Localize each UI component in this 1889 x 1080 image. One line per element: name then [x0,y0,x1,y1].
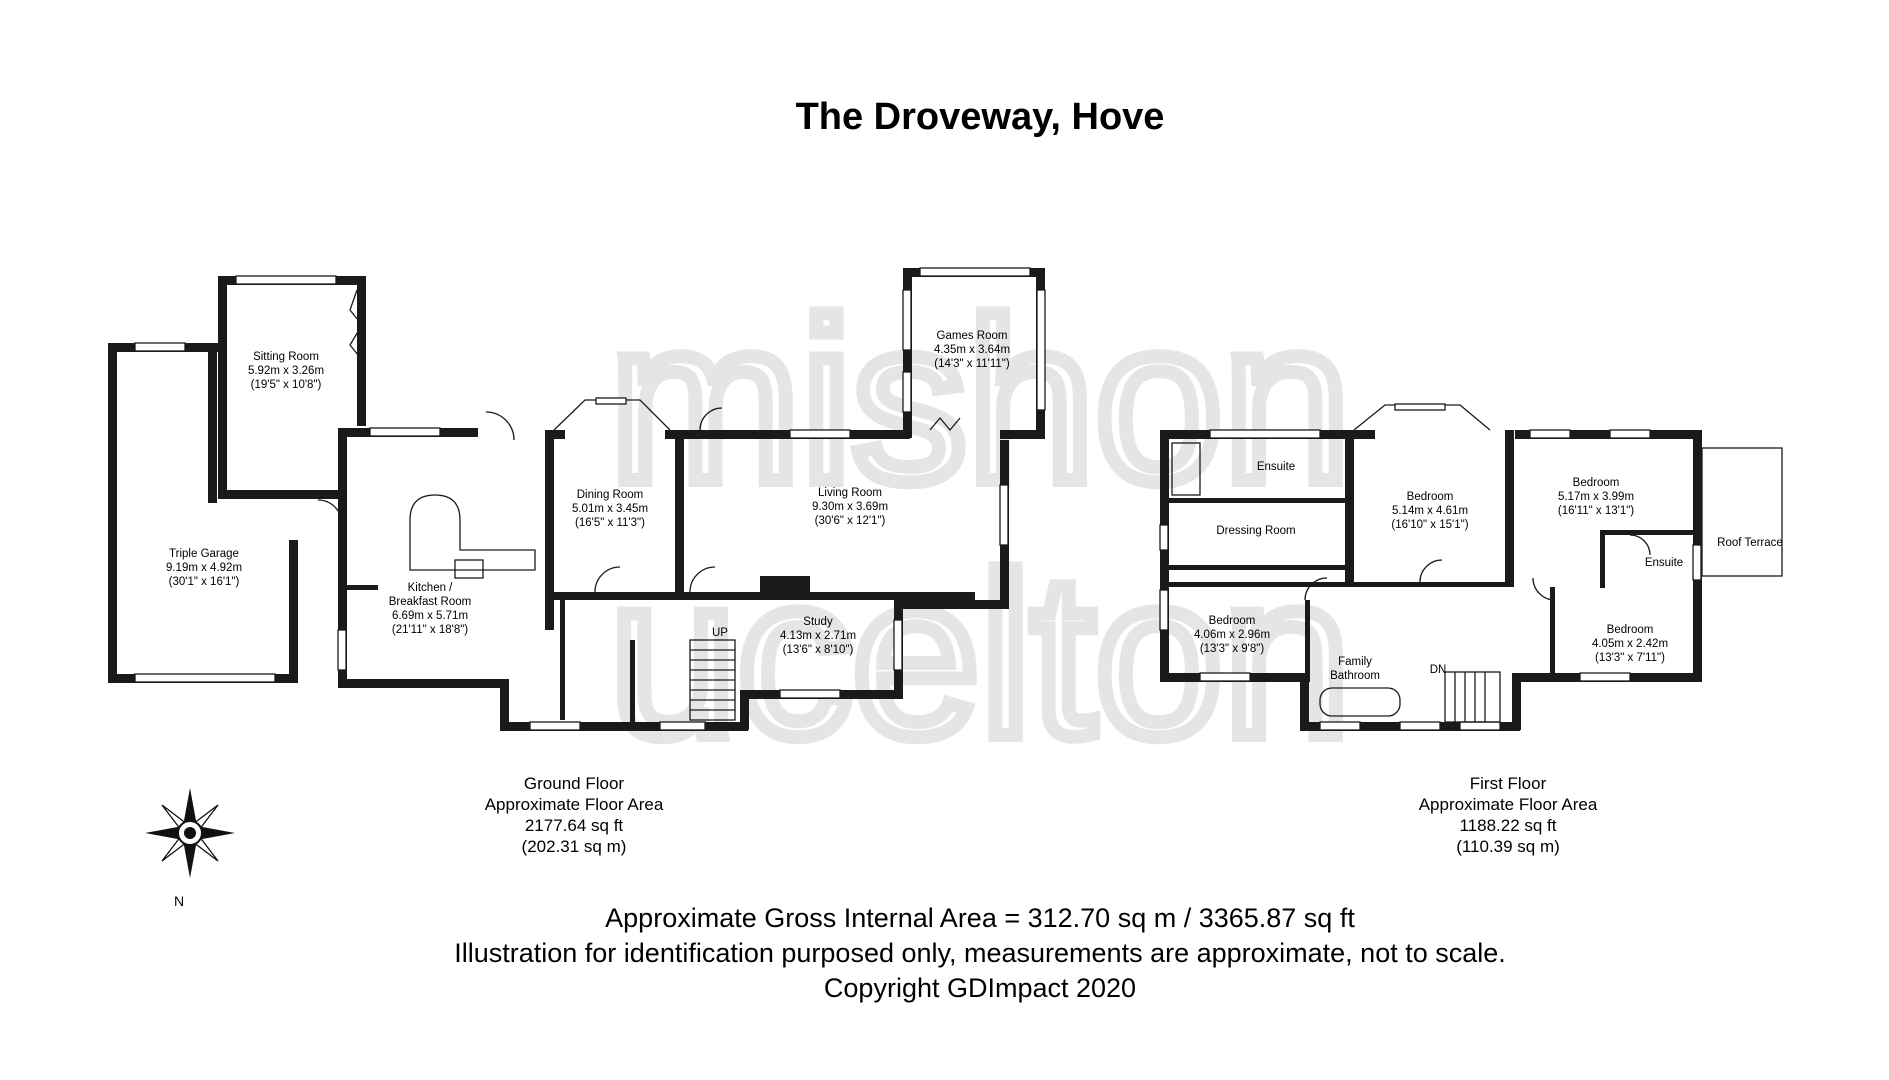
main-house-walls [317,267,1046,731]
area-sqft: 2177.64 sq ft [524,816,624,835]
room-metric: 4.06m x 2.96m [1194,629,1270,641]
area-sqft: 1188.22 sq ft [1459,816,1557,835]
room-name: Roof Terrace [1717,537,1783,549]
ground-room-labels: Sitting Room 5.92m x 3.26m (19'5" x 10'8… [166,330,1010,656]
room-name-2: Bathroom [1330,670,1380,682]
ground-floor-plan: Sitting Room 5.92m x 3.26m (19'5" x 10'8… [108,267,1046,731]
room-imperial: (19'5" x 10'8") [251,379,322,391]
room-name-2: Breakfast Room [389,596,471,608]
room-name: Bedroom [1607,624,1654,636]
room-imperial: (16'11" x 13'1") [1558,505,1634,517]
room-metric: 5.92m x 3.26m [248,365,324,377]
room-imperial: (30'6" x 12'1") [815,515,886,527]
triple-garage-walls [108,342,298,683]
ground-stairs [689,639,736,721]
room-name: Ensuite [1257,461,1295,473]
room-metric: 4.05m x 2.42m [1592,638,1668,650]
room-name: Games Room [937,330,1008,342]
first-floor-area-block: First Floor Approximate Floor Area 1188.… [1348,773,1668,857]
room-imperial: (13'3" x 7'11") [1595,652,1665,664]
room-imperial: (13'3" x 9'8") [1200,643,1265,655]
room-imperial: (14'3" x 11'11") [934,358,1010,370]
room-imperial: (21'11" x 18'8") [392,624,468,636]
ground-floor-area-block: Ground Floor Approximate Floor Area 2177… [414,773,734,857]
room-imperial: (16'10" x 15'1") [1391,519,1468,531]
room-metric: 4.35m x 3.64m [934,344,1010,356]
room-metric: 5.14m x 4.61m [1392,505,1468,517]
disclaimer-text: Illustration for identification purposed… [454,938,1506,968]
room-name: Sitting Room [253,351,319,363]
room-metric: 9.30m x 3.69m [812,501,888,513]
copyright-text: Copyright GDImpact 2020 [823,973,1137,1003]
room-name: Family [1338,656,1372,668]
room-name: Triple Garage [169,548,239,560]
room-metric: 6.69m x 5.71m [392,610,468,622]
room-imperial: (13'6" x 8'10") [783,644,854,656]
floor-label: Ground Floor [523,774,625,793]
floor-label: First Floor [1469,774,1547,793]
stairs-down-label: DN [1430,664,1447,676]
room-name: Dining Room [577,489,643,501]
room-name: Kitchen / [408,582,454,594]
first-floor-plan: Ensuite Dressing Room Bedroom 5.14m x 4.… [1159,403,1783,731]
room-name: Bedroom [1209,615,1256,627]
stairs-up-label: UP [712,627,728,639]
gross-area-text: Approximate Gross Internal Area = 312.70… [605,903,1355,933]
room-name: Ensuite [1645,557,1683,569]
first-room-labels: Ensuite Dressing Room Bedroom 5.14m x 4.… [1194,461,1783,682]
room-metric: 9.19m x 4.92m [166,562,242,574]
first-stairs [1444,671,1501,723]
room-imperial: (30'1" x 16'1") [169,576,240,588]
compass-north-label: N [174,893,185,909]
page-title: The Droveway, Hove [795,96,1165,138]
room-metric: 5.01m x 3.45m [572,503,648,515]
area-label: Approximate Floor Area [484,795,664,814]
room-name: Study [803,616,833,628]
room-metric: 4.13m x 2.71m [780,630,856,642]
room-name: Bedroom [1407,491,1454,503]
watermark-line-1: mishon [609,272,1350,529]
area-sqm: (110.39 sq m) [1456,837,1560,856]
sitting-room-walls [218,275,366,499]
room-metric: 5.17m x 3.99m [1558,491,1634,503]
area-sqm: (202.31 sq m) [521,837,627,856]
compass-rose-icon [145,788,235,878]
first-floor-walls [1159,403,1783,731]
room-name: Bedroom [1573,477,1620,489]
room-name: Living Room [818,487,882,499]
area-label: Approximate Floor Area [1418,795,1598,814]
room-name: Dressing Room [1216,525,1295,537]
room-imperial: (16'5" x 11'3") [575,517,645,529]
